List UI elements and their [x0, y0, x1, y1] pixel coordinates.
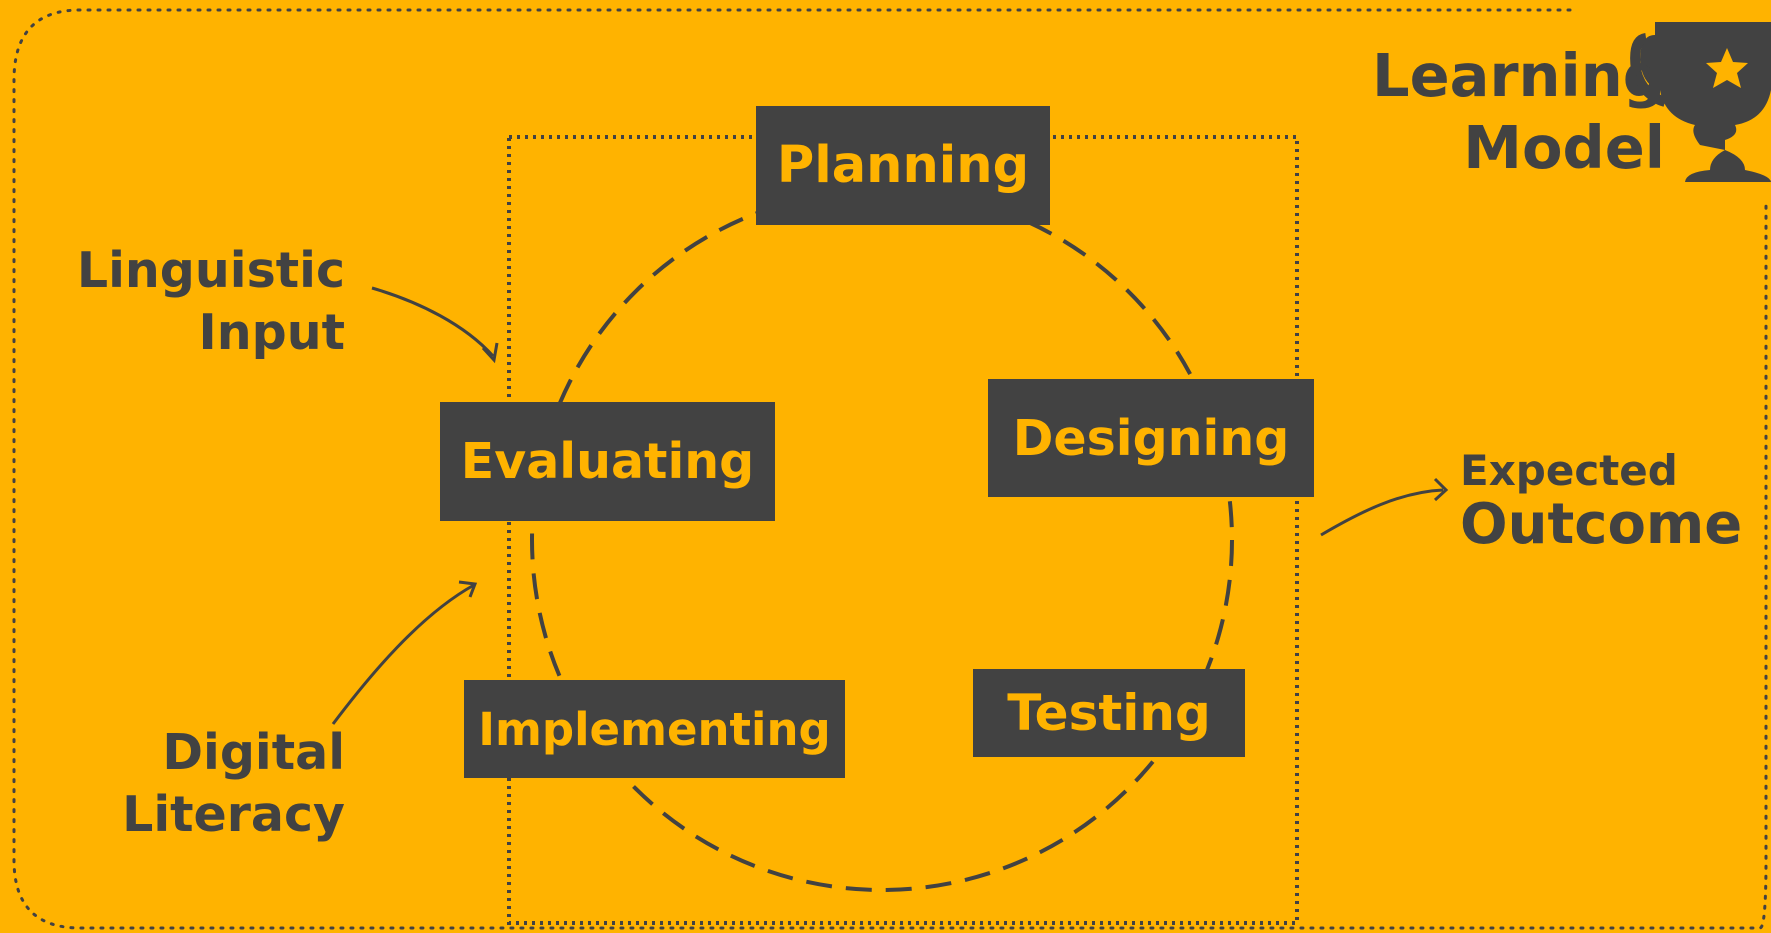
stage-designing-label: Designing: [1012, 409, 1290, 467]
input-linguistic-line-1: Linguistic: [76, 242, 345, 299]
stage-implementing-label: Implementing: [478, 702, 831, 756]
cycle-circle: [530, 188, 1234, 892]
stage-designing: Designing: [988, 379, 1314, 497]
stage-evaluating: Evaluating: [440, 402, 775, 521]
stage-testing-label: Testing: [1007, 684, 1211, 742]
input-digital-line-2: Literacy: [122, 786, 345, 844]
diagram-title: Learning Model: [1372, 40, 1665, 184]
input-linguistic: Linguistic Input: [77, 240, 345, 364]
arrow-linguistic-input: [371, 286, 499, 364]
outer-dotted-frame: [12, 8, 1768, 930]
title-line-2: Model: [1463, 112, 1665, 182]
input-digital-literacy: Digital Literacy: [122, 722, 345, 846]
input-digital-line-1: Digital: [162, 724, 345, 781]
trophy-icon: [1630, 22, 1771, 182]
input-linguistic-line-2: Input: [198, 304, 346, 362]
title-line-1: Learning: [1372, 41, 1665, 110]
stage-planning: Planning: [756, 106, 1050, 225]
output-line-2: Outcome: [1460, 492, 1743, 558]
arrow-expected-outcome: [1320, 477, 1449, 537]
stage-planning-label: Planning: [776, 136, 1030, 195]
stage-evaluating-label: Evaluating: [460, 433, 755, 490]
output-expected-outcome: Expected Outcome: [1460, 446, 1743, 558]
stage-testing: Testing: [973, 669, 1245, 757]
stage-implementing: Implementing: [464, 680, 845, 778]
inner-dotted-frame: [507, 135, 1299, 925]
arrow-digital-literacy: [331, 580, 478, 725]
output-line-1: Expected: [1460, 446, 1678, 495]
